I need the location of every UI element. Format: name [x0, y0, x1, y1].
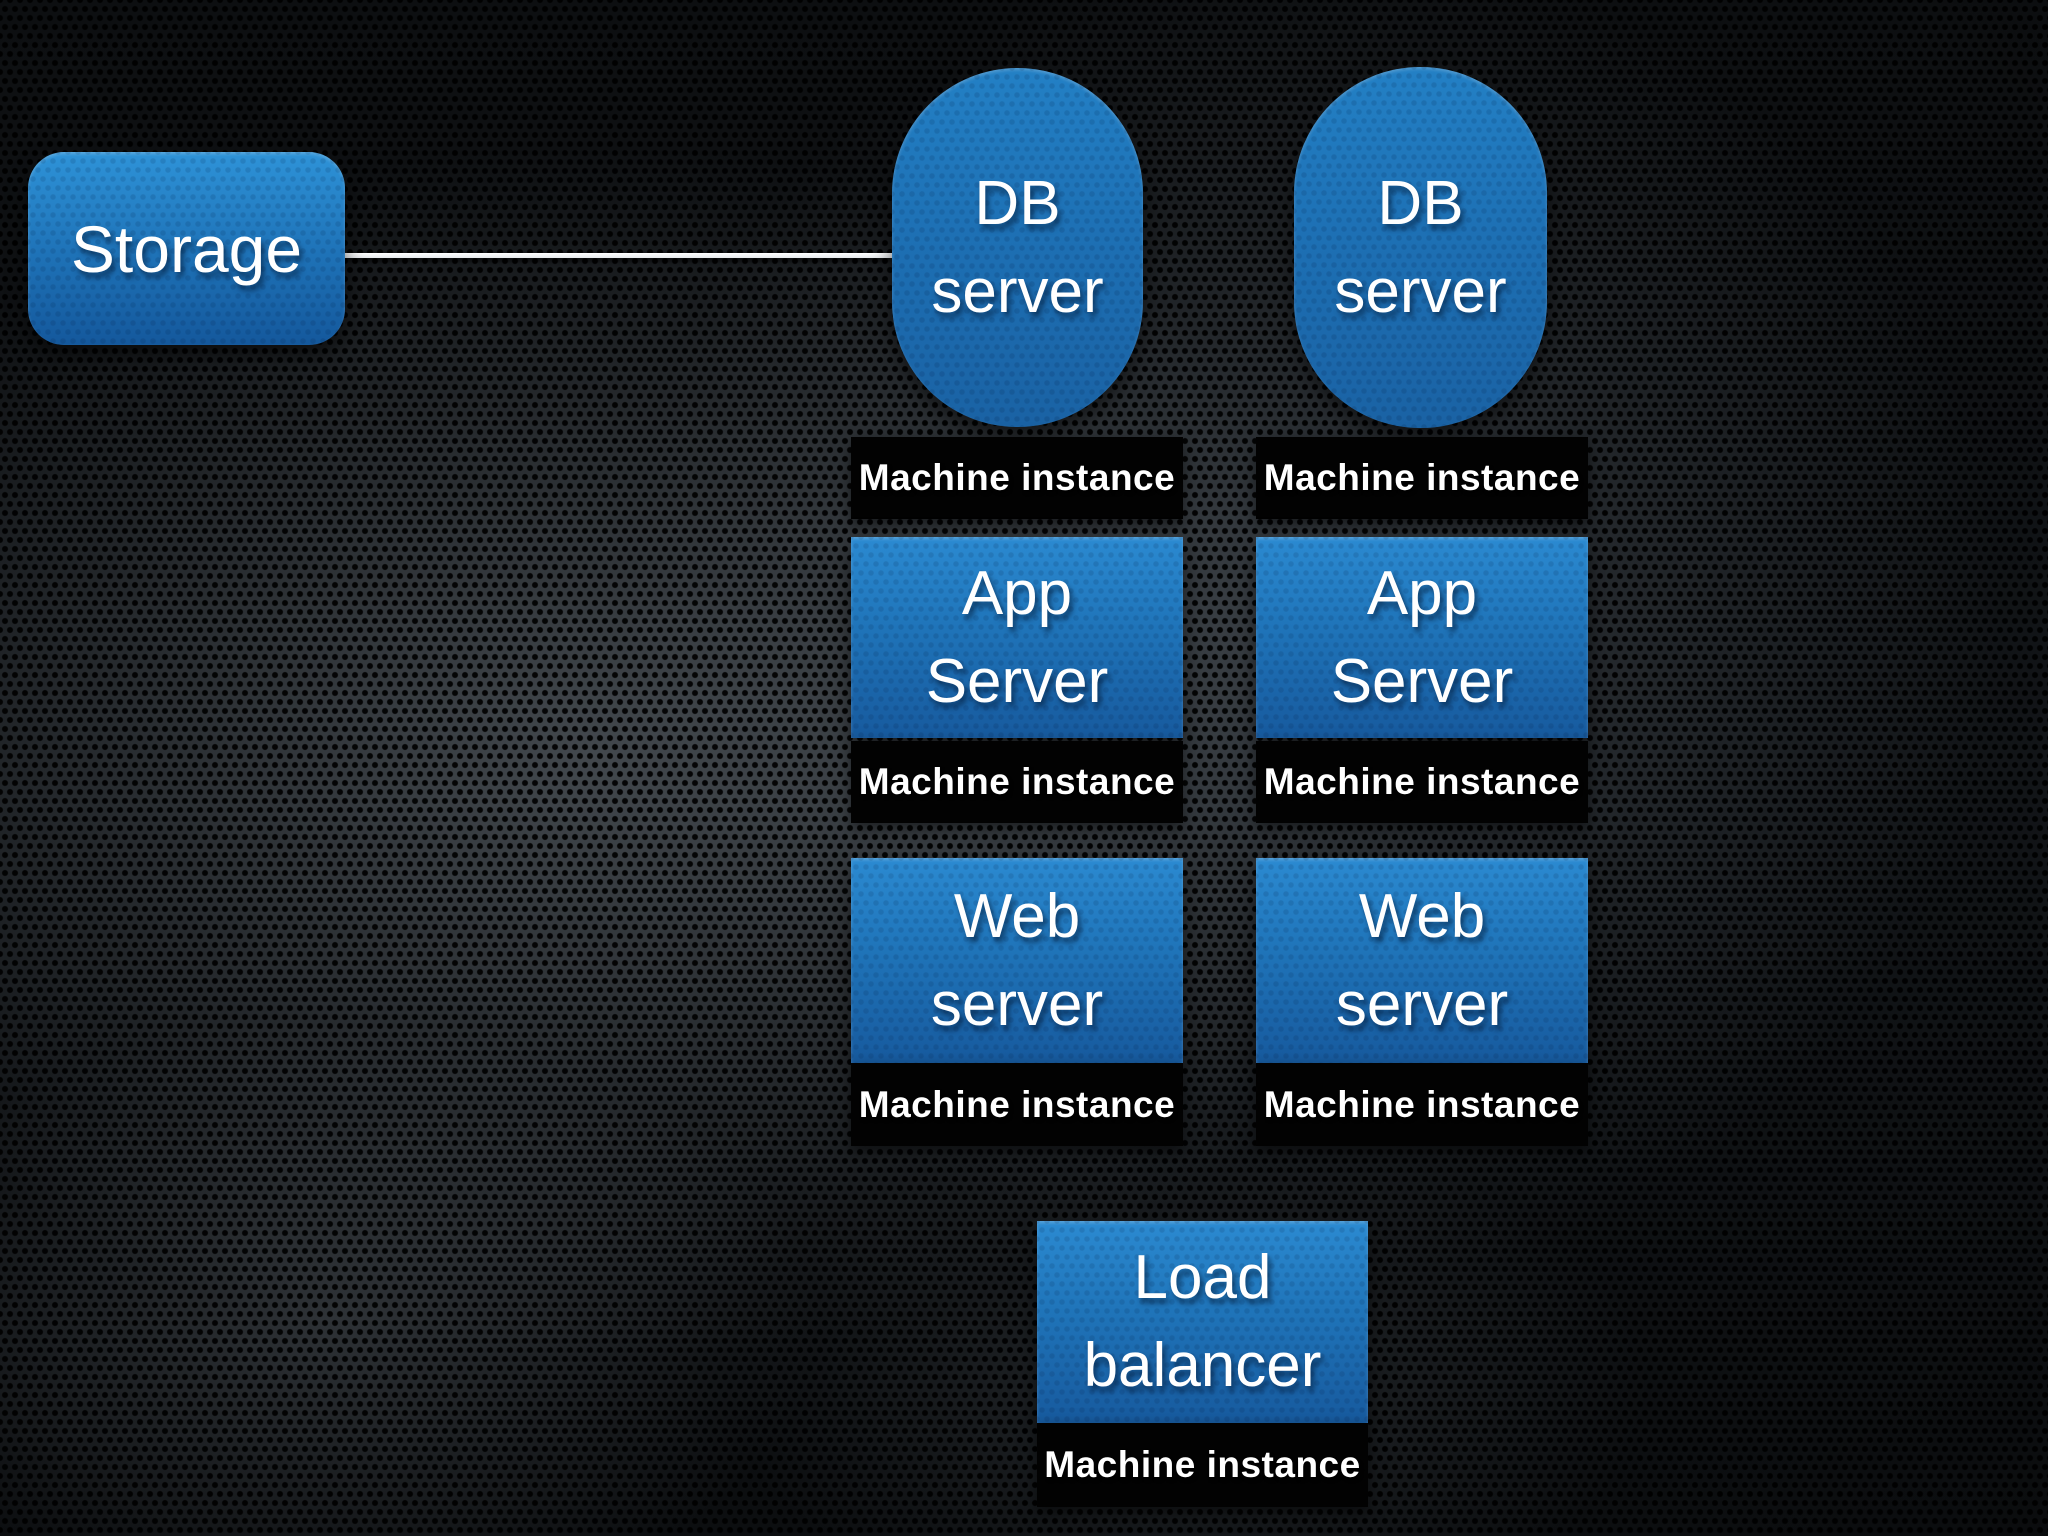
storage-node: Storage	[28, 152, 345, 345]
machine-instance-label: Machine instance	[858, 457, 1176, 498]
app-server-node-2: App Server	[1256, 537, 1588, 738]
machine-instance-bar-web-2: Machine instance	[1256, 1063, 1588, 1146]
db-server-node-2: DB server	[1294, 67, 1547, 428]
machine-instance-bar-load-balancer: Machine instance	[1037, 1423, 1368, 1507]
app-server-1-label-line1: App	[961, 558, 1073, 628]
storage-db-connector-line	[345, 253, 892, 258]
db-server-2-label-line1: DB	[1377, 168, 1464, 238]
web-server-1-label-line2: server	[930, 969, 1104, 1039]
app-server-node-1: App Server	[851, 537, 1183, 738]
load-balancer-node: Load balancer	[1037, 1221, 1368, 1423]
machine-instance-bar-db-2: Machine instance	[1256, 437, 1588, 519]
machine-instance-label: Machine instance	[858, 761, 1176, 802]
web-server-node-2: Web server	[1256, 858, 1588, 1063]
machine-instance-bar-web-1: Machine instance	[851, 1063, 1183, 1146]
web-server-2-label-line1: Web	[1358, 881, 1486, 951]
db-server-2-label-line2: server	[1334, 256, 1507, 326]
machine-instance-bar-app-2: Machine instance	[1256, 741, 1588, 823]
web-server-1-label-line1: Web	[953, 881, 1081, 951]
machine-instance-label: Machine instance	[1263, 1083, 1581, 1125]
storage-label: Storage	[70, 211, 303, 286]
load-balancer-label-line2: balancer	[1083, 1331, 1322, 1400]
web-server-node-1: Web server	[851, 858, 1183, 1063]
db-server-1-label-line2: server	[931, 256, 1104, 326]
web-server-2-label-line2: server	[1335, 969, 1509, 1039]
app-server-2-label-line2: Server	[1330, 646, 1514, 716]
app-server-1-label-line2: Server	[925, 646, 1109, 716]
db-server-node-1: DB server	[892, 68, 1143, 427]
machine-instance-label: Machine instance	[1044, 1444, 1361, 1485]
load-balancer-label-line1: Load	[1133, 1243, 1272, 1312]
db-server-1-label-line1: DB	[974, 168, 1061, 238]
app-server-2-label-line1: App	[1366, 558, 1478, 628]
machine-instance-label: Machine instance	[1263, 761, 1581, 802]
machine-instance-label: Machine instance	[1263, 457, 1581, 498]
machine-instance-label: Machine instance	[858, 1083, 1176, 1125]
machine-instance-bar-db-1: Machine instance	[851, 437, 1183, 519]
machine-instance-bar-app-1: Machine instance	[851, 741, 1183, 823]
